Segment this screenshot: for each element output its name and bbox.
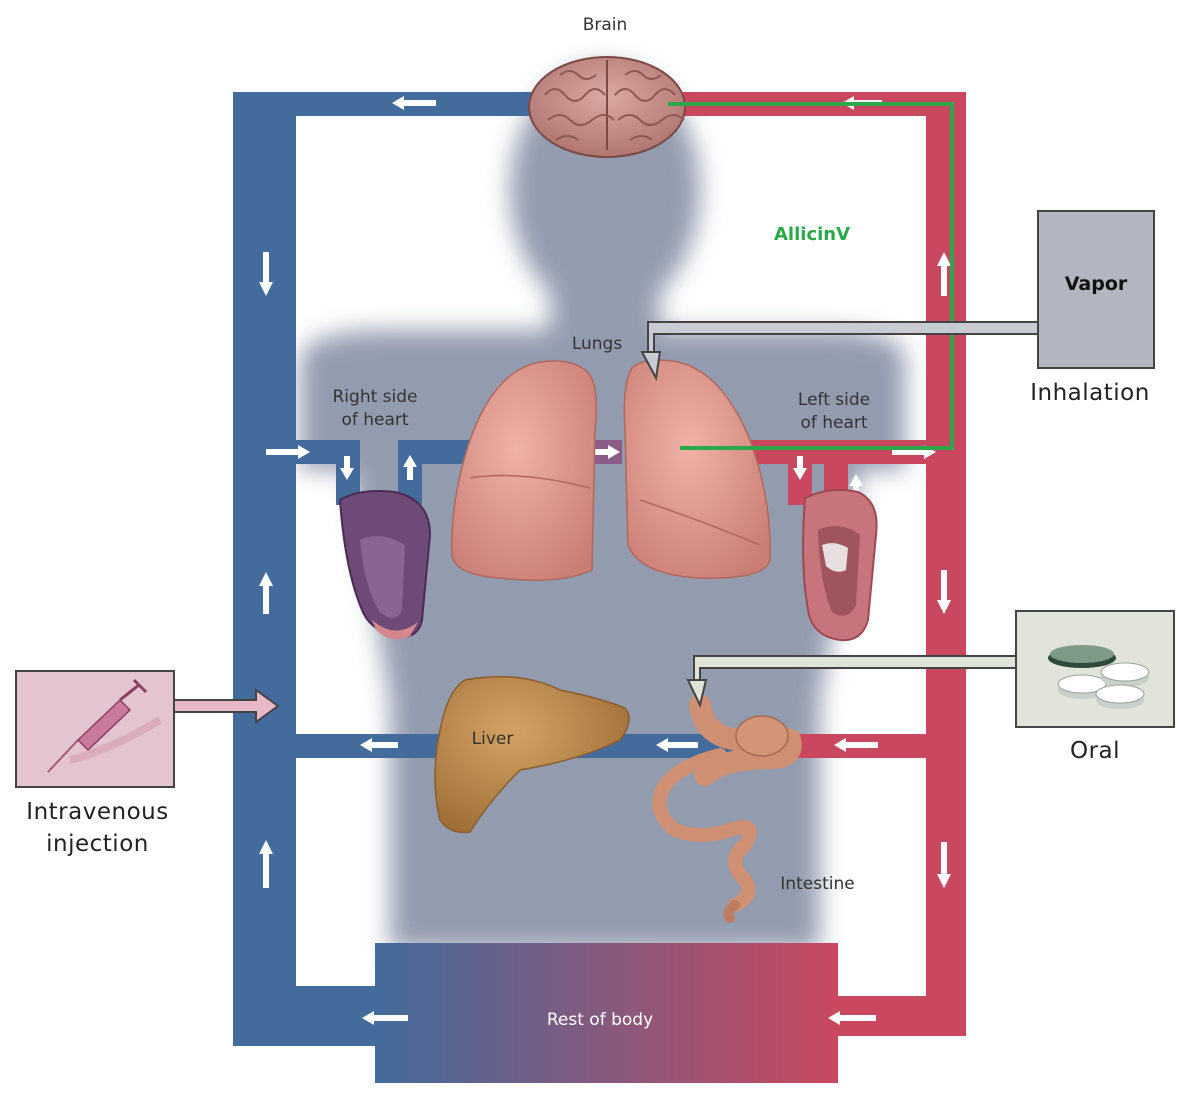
aorta-right: [680, 92, 966, 1036]
flow-arrow-down-icon: [259, 252, 273, 296]
brain-label: Brain: [582, 15, 628, 35]
flow-arrow-up-icon: [259, 572, 273, 614]
liver-label: Liver: [471, 729, 514, 749]
flow-arrow-up-icon: [259, 840, 273, 888]
flow-arrow-left-icon: [656, 738, 698, 752]
tablets-icon: [1048, 645, 1150, 709]
flow-arrow-left-icon: [360, 738, 398, 752]
flow-arrow-down-icon: [793, 456, 807, 480]
flow-arrow-right-icon: [266, 445, 310, 459]
inhalation-label: Inhalation: [1030, 380, 1150, 406]
vapor-box: [1037, 210, 1155, 369]
flow-arrow-up-icon: [849, 474, 863, 500]
flow-arrow-right-icon: [592, 445, 620, 459]
flow-arrow-up-icon: [403, 455, 417, 480]
vapor-label: Vapor: [1064, 273, 1128, 295]
brain-icon: [528, 56, 686, 158]
drug-label: AllicinV: [774, 224, 851, 245]
iv-label: Intravenous injection: [26, 799, 169, 857]
lungs-icon: [451, 359, 771, 581]
heart-icon: [338, 490, 432, 640]
flow-arrow-left-icon: [392, 96, 436, 110]
flow-arrow-left-icon: [362, 1011, 408, 1025]
flow-arrow-down-icon: [937, 570, 951, 614]
flow-arrow-left-icon: [828, 1011, 876, 1025]
flow-arrow-up-icon: [937, 252, 951, 296]
heart-icon: [802, 489, 878, 642]
iv-route: [15, 670, 280, 788]
left-heart-label: Left side of heart: [797, 390, 871, 433]
liver-icon: [434, 675, 630, 834]
intestine-icon: [652, 694, 802, 923]
oral-label: Oral: [1069, 738, 1121, 764]
right-heart-label: Right side of heart: [332, 387, 418, 430]
right-heart-outflow: [398, 440, 470, 505]
intestine-label: Intestine: [780, 874, 855, 894]
rest-of-body-block: [375, 943, 838, 1083]
oral-box: [1015, 610, 1175, 728]
flow-arrow-down-icon: [340, 456, 354, 480]
vena-cava-left: [233, 92, 545, 1046]
syringe-icon: [47, 678, 163, 773]
drug-path: [668, 102, 954, 450]
rest-of-body-label: Rest of body: [546, 1010, 654, 1030]
oral-route: [686, 610, 1175, 728]
flow-arrow-down-icon: [937, 842, 951, 888]
inhalation-route: [640, 210, 1155, 382]
flow-arrow-left-icon: [834, 738, 878, 752]
lungs-label: Lungs: [571, 334, 623, 354]
